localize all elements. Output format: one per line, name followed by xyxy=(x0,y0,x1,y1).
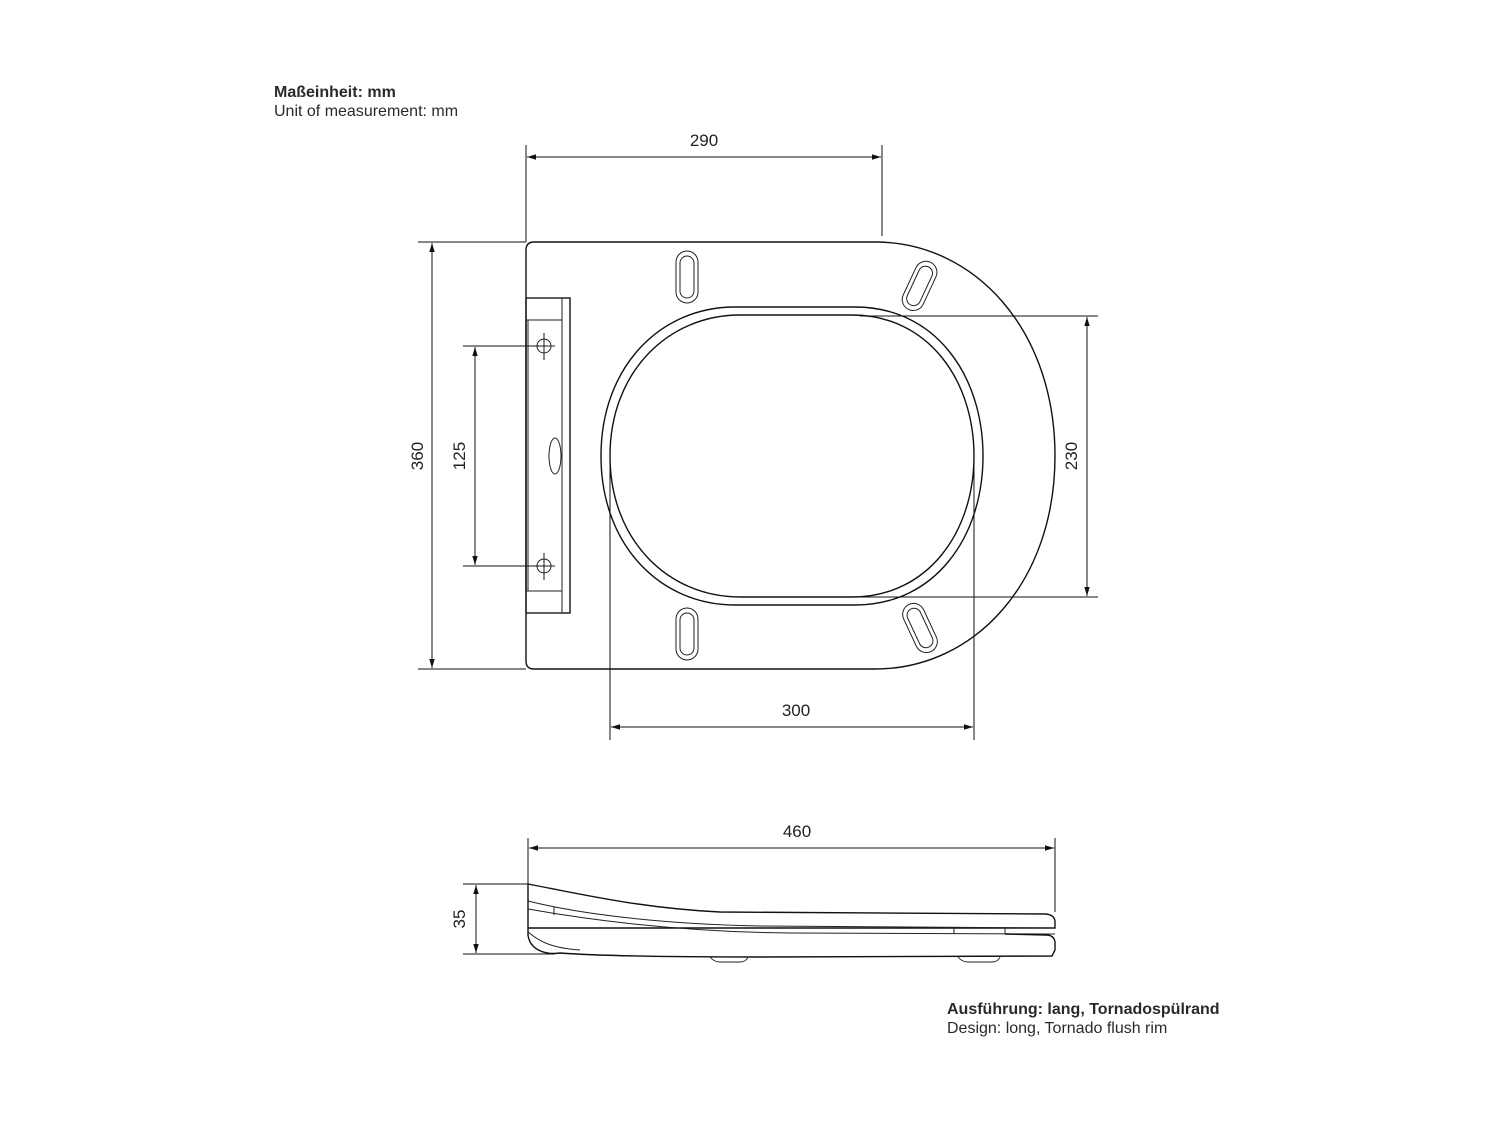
dimension-125: 125 xyxy=(450,345,540,567)
buffer-slot-top-left xyxy=(675,250,699,304)
svg-text:290: 290 xyxy=(690,131,718,150)
opening-inner-ring xyxy=(609,314,975,598)
unit-note: Maßeinheit: mm Unit of measurement: mm xyxy=(274,83,458,121)
buffer-slot-bottom-left xyxy=(675,607,699,661)
svg-text:300: 300 xyxy=(782,701,810,720)
buffer-rear xyxy=(957,956,1001,963)
hinge-bar xyxy=(525,297,571,614)
buffer-front xyxy=(709,956,749,963)
svg-text:460: 460 xyxy=(783,822,811,841)
dimension-290: 290 xyxy=(525,131,883,242)
buffer-slot-bottom-right xyxy=(902,602,938,654)
svg-text:360: 360 xyxy=(408,442,427,470)
svg-text:230: 230 xyxy=(1062,442,1081,470)
seat-profile xyxy=(527,884,1056,958)
lid-profile xyxy=(527,883,1056,929)
top-view: 290 360 125 230 300 xyxy=(408,131,1098,740)
buffer-slot-top-right xyxy=(901,260,938,312)
dimension-35: 35 xyxy=(450,883,555,955)
svg-text:125: 125 xyxy=(450,442,469,470)
unit-label-en: Unit of measurement: mm xyxy=(274,103,459,120)
design-label-de: Ausführung: lang, Tornadospülrand xyxy=(947,1001,1220,1018)
unit-label-de: Maßeinheit: mm xyxy=(274,84,396,101)
dimension-460: 460 xyxy=(527,822,1056,912)
side-view: 460 35 xyxy=(450,822,1056,963)
svg-text:35: 35 xyxy=(450,910,469,929)
dimension-230: 230 xyxy=(860,315,1098,598)
design-label-en: Design: long, Tornado flush rim xyxy=(947,1020,1168,1037)
dimension-300: 300 xyxy=(609,456,975,740)
design-note: Ausführung: lang, Tornadospülrand Design… xyxy=(947,1000,1220,1038)
opening-outer-ring xyxy=(600,306,984,606)
dimension-360: 360 xyxy=(408,241,526,670)
